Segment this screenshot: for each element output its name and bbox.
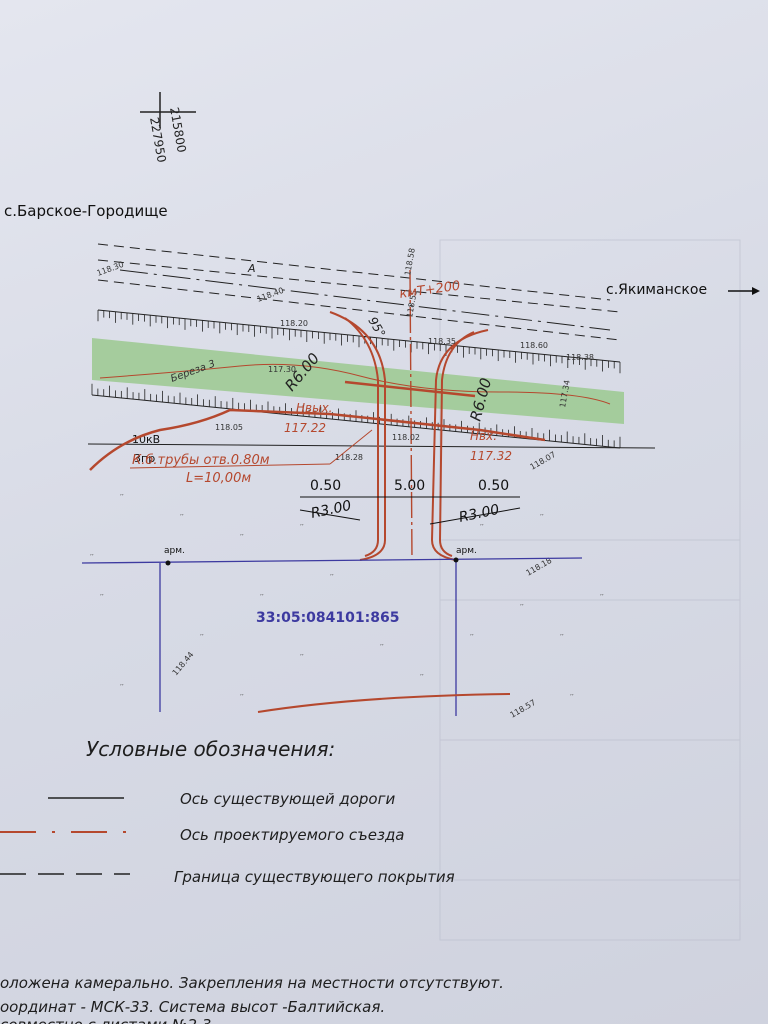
- elev-5: 118.58: [403, 247, 417, 276]
- grass-mark: ′′: [470, 633, 474, 642]
- grass-mark: ′′: [600, 593, 604, 602]
- arm-right: арм.: [456, 546, 477, 556]
- power-line-label-2: 3пр: [134, 452, 155, 465]
- elev-8: 118.60: [520, 341, 548, 350]
- h-right-title: Нвх.: [470, 429, 497, 443]
- km-label: кмТ+200: [398, 279, 461, 302]
- pipe-leader: [329, 429, 373, 465]
- elev-7: 118.35: [428, 337, 456, 346]
- background-grid: [439, 239, 741, 941]
- elev-12: 118.02: [392, 433, 420, 442]
- elev-13: 118.28: [335, 453, 363, 462]
- parcel-boundary: [81, 557, 583, 564]
- note-line-2: оординат - МСК-33. Система высот -Балтий…: [0, 998, 385, 1016]
- elev-14: 118.07: [529, 450, 558, 472]
- angle-label: 95°: [365, 315, 388, 340]
- place-east: с.Якиманское: [606, 282, 707, 298]
- elev-11: 118.05: [215, 423, 243, 432]
- ditch-line: [89, 408, 546, 471]
- grass-mark: ′′: [540, 513, 544, 522]
- grass-mark: ′′: [420, 673, 424, 682]
- grass-mark: ′′: [300, 523, 304, 532]
- arm-left: арм.: [164, 546, 185, 556]
- survey-point-left: [165, 560, 171, 566]
- grass-mark: ′′: [330, 573, 334, 582]
- dim-right: 0.50: [478, 478, 509, 494]
- legend-title: Условные обозначения:: [86, 737, 335, 761]
- elev-17: 118.57: [509, 698, 538, 720]
- grass-mark: ′′: [120, 493, 124, 502]
- arrow-right-icon: [752, 287, 760, 295]
- elev-3: 118.20: [280, 319, 308, 328]
- grass-mark: ′′: [240, 533, 244, 542]
- r3-right-leader: [429, 507, 521, 525]
- grass-mark: ′′: [560, 633, 564, 642]
- grass-mark: ′′: [90, 553, 94, 562]
- coord-left: 227950: [147, 116, 169, 164]
- legend-item-2: Граница существующего покрытия: [174, 868, 455, 886]
- elev-1: 118.30: [96, 260, 125, 278]
- h-right-value: 117.32: [470, 449, 512, 463]
- pipe-length: L=10,00м: [186, 471, 251, 486]
- h-left-title: Нвых.: [296, 401, 333, 415]
- grass-mark: ′′: [480, 523, 484, 532]
- dim-mid: 5.00: [394, 478, 425, 494]
- grass-mark: ′′: [100, 593, 104, 602]
- elev-9: 118.38: [566, 353, 594, 362]
- elev-4: 117.30: [268, 365, 296, 374]
- dim-left: 0.50: [310, 478, 341, 494]
- legend-item-0: Ось существующей дороги: [180, 790, 395, 808]
- pipe-label-underline: [129, 463, 331, 469]
- legend-item-1: Ось проектируемого съезда: [180, 826, 405, 844]
- grass-mark: ′′: [570, 693, 574, 702]
- axis-letter: А: [247, 262, 256, 275]
- grass-mark: ′′: [300, 653, 304, 662]
- strip-edge-line: [99, 363, 611, 405]
- r3-left-leader: [299, 509, 361, 521]
- note-line-3: совместно с листами №2,3: [0, 1016, 211, 1024]
- grass-mark: ′′: [520, 603, 524, 612]
- coordinate-marker: 215800 227950: [140, 92, 196, 164]
- terrain-line: [257, 693, 511, 713]
- pipe-label: К.б.трубы отв.0.80м: [132, 453, 270, 468]
- elev-16: 118.44: [171, 650, 196, 677]
- h-left-value: 117.22: [284, 421, 326, 435]
- grass-mark: ′′: [200, 633, 204, 642]
- coord-top: 215800: [167, 106, 189, 154]
- grass-mark: ′′: [380, 643, 384, 652]
- grass-marks: ′′ ′′ ′′ ′′ ′′ ′′ ′′ ′′ ′′ ′′ ′′ ′′ ′′ ′′ ′′ ′′ ′′ ′′ ′′ ′′…: [90, 493, 604, 702]
- green-strip: [92, 338, 624, 424]
- grass-mark: ′′: [180, 513, 184, 522]
- place-west: с.Барское-Городище: [4, 202, 168, 220]
- slope-ticks-top: [97, 310, 621, 374]
- cadastral-number: 33:05:084101:865: [256, 610, 399, 626]
- survey-point-right: [453, 557, 459, 563]
- grass-mark: ′′: [260, 593, 264, 602]
- pipe-line: [344, 380, 476, 398]
- grass-mark: ′′: [120, 683, 124, 692]
- note-line-1: оложена камерально. Закрепления на местн…: [0, 974, 504, 992]
- access-road: [329, 269, 489, 561]
- r3-left: R3.00: [310, 498, 353, 522]
- power-line: [87, 443, 656, 449]
- elev-15: 118.18: [525, 556, 554, 578]
- grass-mark: ′′: [240, 693, 244, 702]
